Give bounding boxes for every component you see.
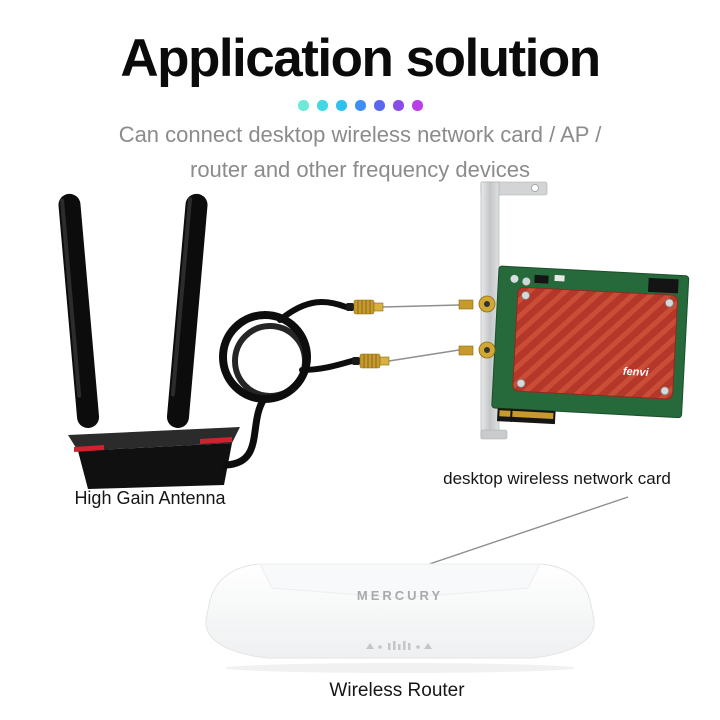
antenna-base — [68, 427, 240, 489]
antenna-label: High Gain Antenna — [74, 488, 226, 508]
card-brand-text: fenvi — [623, 366, 650, 379]
router-top-facet — [259, 563, 541, 599]
sma-plug-upper — [346, 299, 384, 315]
accent-dots — [0, 100, 720, 111]
subtitle-line-2: router and other frequency devices — [190, 157, 530, 182]
antenna-rods — [58, 193, 208, 429]
subtitle: Can connect desktop wireless network car… — [0, 117, 720, 187]
router-reflection — [225, 663, 575, 673]
router-indicator-lights — [366, 641, 432, 650]
card-port — [647, 277, 679, 294]
subtitle-line-1: Can connect desktop wireless network car… — [118, 122, 602, 147]
card-image: fenvi — [458, 181, 690, 440]
pcie-edge-connector — [496, 408, 556, 425]
card-pcb: fenvi — [491, 265, 690, 425]
card-sma-port-upper — [458, 295, 496, 313]
accent-dot — [392, 100, 404, 111]
router-image: MERCURY — [205, 563, 595, 673]
antenna-cable-coil — [219, 298, 355, 469]
card-heatsink — [512, 286, 679, 400]
antenna-image — [58, 193, 390, 489]
accent-dot — [335, 100, 347, 111]
page-title: Application solution — [120, 29, 601, 88]
accent-dot — [373, 100, 385, 111]
router-label: Wireless Router — [329, 680, 465, 701]
accent-dot — [411, 100, 423, 111]
card-sma-port-lower — [458, 341, 496, 359]
accent-dot — [316, 100, 328, 111]
card-label: desktop wireless network card — [443, 469, 671, 488]
accent-dot — [297, 100, 309, 111]
accent-dot — [354, 100, 366, 111]
sma-plug-lower — [352, 353, 390, 369]
router-logo-text: MERCURY — [357, 588, 443, 603]
